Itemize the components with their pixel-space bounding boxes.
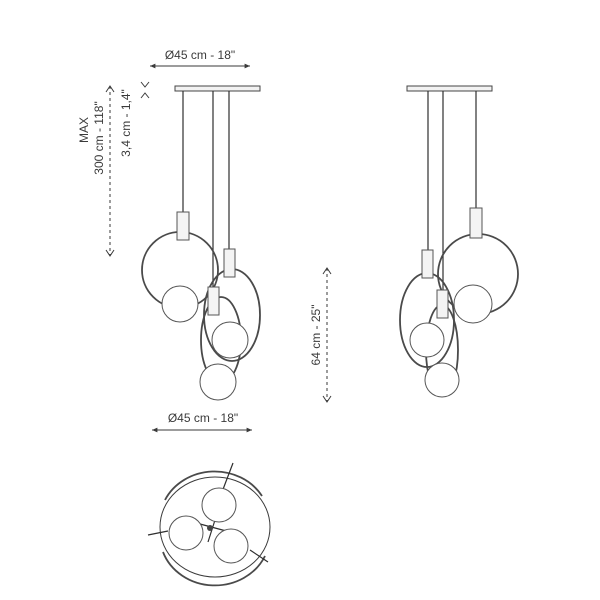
body-height-dimension: 64 cm - 25" bbox=[309, 305, 323, 366]
side-view: 64 cm - 25" bbox=[309, 85, 519, 403]
top-view-ring bbox=[162, 551, 266, 587]
body-height-arrow-bottom bbox=[322, 395, 332, 403]
top-view bbox=[147, 462, 271, 587]
lamp-holder bbox=[421, 249, 434, 279]
glass-globe bbox=[213, 528, 249, 564]
max-height-arrow-bottom bbox=[105, 249, 115, 257]
lamp-holder bbox=[436, 289, 449, 319]
canopy-height-arrow-bottom bbox=[140, 92, 150, 99]
strut bbox=[147, 530, 169, 536]
lamp-holder bbox=[176, 211, 190, 241]
max-height-arrow-top bbox=[105, 85, 115, 93]
glass-globe bbox=[201, 487, 237, 523]
strut bbox=[207, 519, 216, 543]
canopy-height-arrow-top bbox=[140, 81, 150, 88]
lamp-holder bbox=[207, 286, 220, 316]
max-label: MAX bbox=[77, 117, 91, 143]
glass-globe bbox=[161, 285, 199, 323]
ceiling-canopy bbox=[174, 85, 261, 92]
top-width-dimension: Ø45 cm - 18" bbox=[165, 48, 235, 62]
max-height-dimension: 300 cm - 118" bbox=[92, 101, 106, 174]
glass-globe bbox=[211, 321, 249, 359]
body-height-arrow-top bbox=[322, 267, 332, 275]
glass-globe bbox=[453, 284, 493, 324]
top-view-outline bbox=[159, 476, 271, 578]
front-view: Ø45 cm - 18" MAX 300 cm - 118" 3,4 cm - … bbox=[77, 48, 261, 401]
lamp-holder bbox=[469, 207, 483, 239]
glass-globe bbox=[199, 363, 237, 401]
ceiling-canopy bbox=[406, 85, 493, 92]
canopy-height-dimension: 3,4 cm - 1,4" bbox=[119, 89, 133, 157]
center-hub bbox=[207, 525, 213, 531]
glass-globe bbox=[168, 515, 204, 551]
lamp-holder bbox=[223, 248, 236, 278]
strut bbox=[221, 462, 234, 493]
strut bbox=[249, 549, 269, 563]
top-view-ring bbox=[164, 470, 263, 501]
glass-globe bbox=[424, 362, 460, 398]
bottom-width-dimension: Ø45 cm - 18" bbox=[168, 411, 238, 425]
glass-globe bbox=[409, 322, 445, 358]
